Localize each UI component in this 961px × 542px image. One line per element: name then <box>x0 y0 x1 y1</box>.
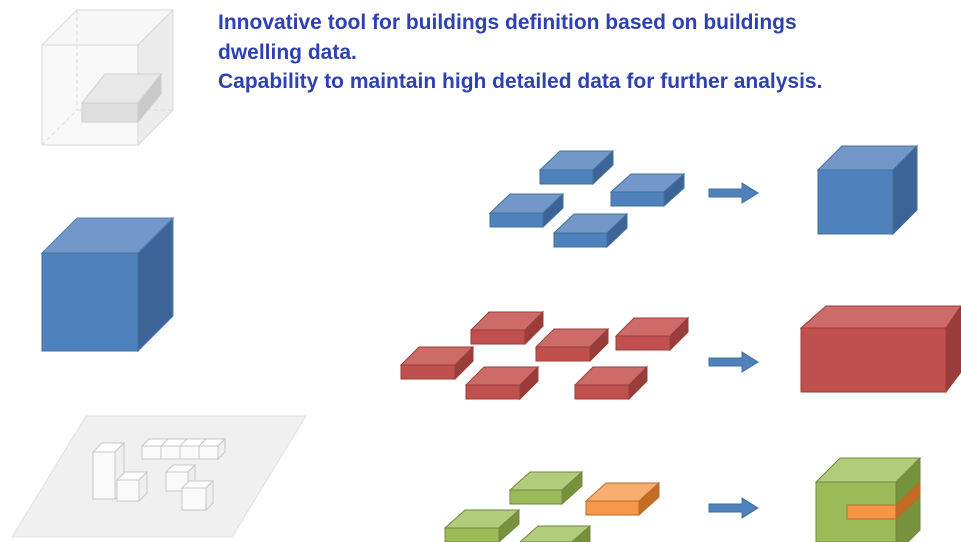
red-dwelling-tile <box>399 345 475 381</box>
city-plane-icon <box>11 415 307 538</box>
blue-dwelling-tile <box>488 192 565 229</box>
red-dwelling-tile <box>534 327 610 363</box>
green-dwelling-tile <box>519 524 592 542</box>
green-dwelling-tile <box>443 508 521 542</box>
blue-cube-icon <box>40 216 175 353</box>
arrow-right-icon <box>708 182 759 204</box>
blue-dwelling-tile <box>552 212 629 249</box>
red-dwelling-tile <box>573 365 649 401</box>
headline: Innovative tool for buildings definition… <box>218 8 958 97</box>
blue-dwelling-tiles <box>488 149 686 249</box>
red-dwelling-tile <box>464 365 540 401</box>
arrow-right-icon <box>708 351 759 373</box>
arrow-right-icon <box>708 497 759 519</box>
red-building-block <box>799 305 961 394</box>
red-dwelling-tile <box>614 316 690 352</box>
red-dwelling-tile <box>469 310 545 346</box>
blue-dwelling-tile <box>538 149 615 186</box>
red-dwelling-tiles <box>399 310 690 401</box>
green-dwelling-tile <box>508 470 584 506</box>
headline-line-2: dwelling data. <box>218 40 357 64</box>
headline-line-1: Innovative tool for buildings definition… <box>218 11 797 34</box>
blue-dwelling-tile <box>609 172 686 208</box>
green-building-block <box>814 456 922 542</box>
transparent-cube-icon <box>40 8 175 147</box>
headline-line-3: Capability to maintain high detailed dat… <box>218 70 823 93</box>
blue-building-block <box>816 144 919 236</box>
orange-dwelling-tile <box>584 481 661 517</box>
green-dwelling-tiles <box>443 470 661 542</box>
